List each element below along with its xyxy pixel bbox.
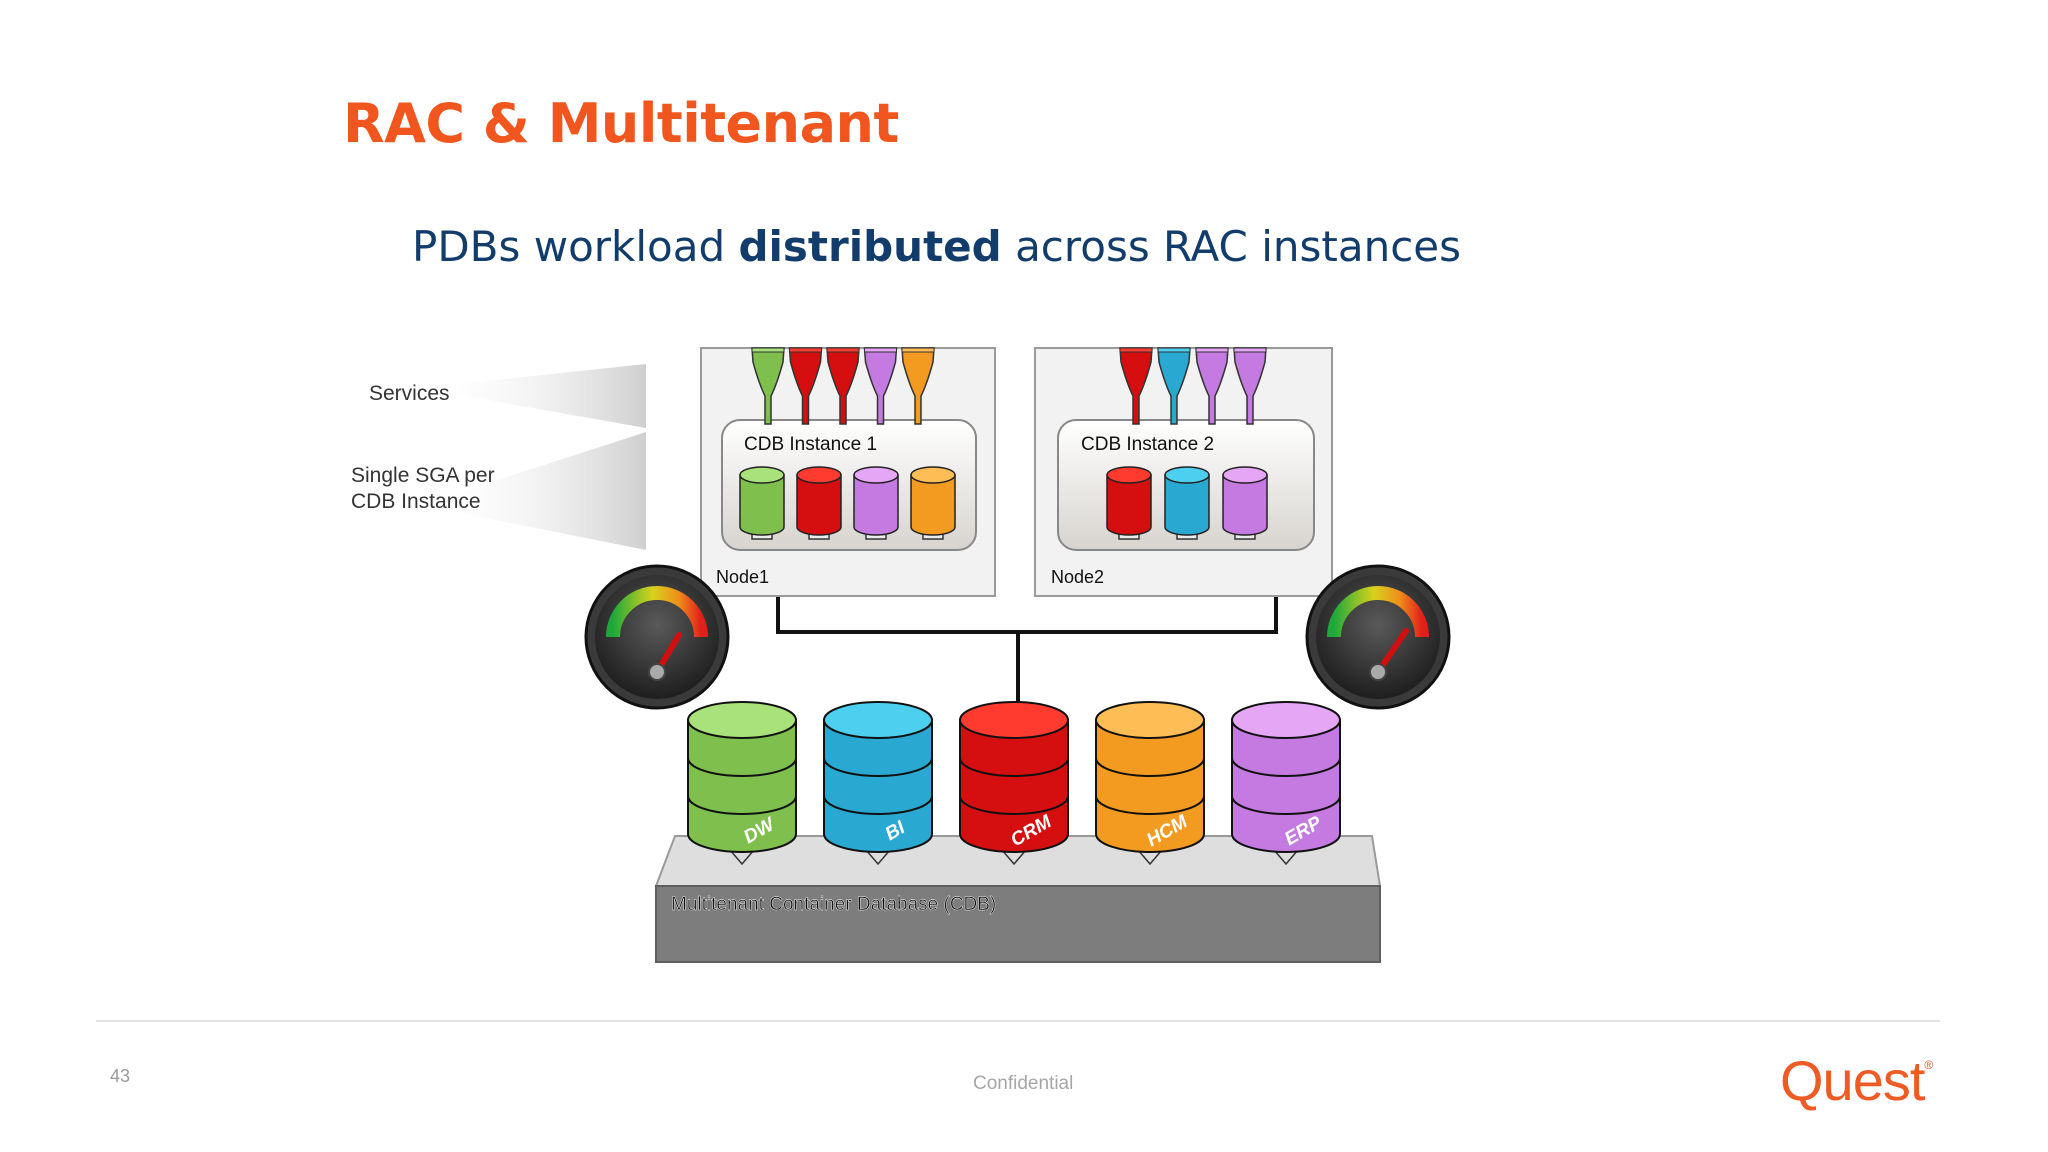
service-funnel-icon <box>863 347 898 425</box>
database-erp: ERP <box>1231 701 1341 866</box>
services-band <box>420 364 646 428</box>
pdb-cylinder-icon <box>739 466 785 540</box>
database-dw: DW <box>687 701 797 866</box>
node1-services <box>751 347 935 425</box>
quest-logo-mark: ® <box>1924 1058 1933 1072</box>
cdb-instance-2-label: CDB Instance 2 <box>1081 434 1214 455</box>
database-bi: BI <box>823 701 933 866</box>
subtitle-text-end: across RAC instances <box>1001 222 1462 271</box>
subtitle-text-start: PDBs workload <box>412 222 739 271</box>
database-crm: CRM <box>959 701 1069 866</box>
service-funnel-icon <box>1119 347 1153 425</box>
node2-services <box>1119 347 1267 425</box>
node2-box: CDB Instance 2 Node2 <box>1034 347 1333 597</box>
node1-label: Node1 <box>716 567 769 587</box>
services-label: Services <box>369 382 450 405</box>
gauge-left-icon <box>584 564 730 710</box>
pdb-cylinder-icon <box>910 466 956 540</box>
page-number: 43 <box>110 1066 131 1086</box>
pdb-cylinder-icon <box>1222 466 1268 540</box>
quest-logo: Quest® <box>1780 1048 1933 1113</box>
cdb-instance-1-label: CDB Instance 1 <box>744 434 877 455</box>
cdb-base: Multitenant Container Database (CDB) <box>654 835 1382 963</box>
service-funnel-icon <box>901 347 935 425</box>
service-funnel-icon <box>1233 347 1267 425</box>
pdb-cylinder-icon <box>1164 466 1210 540</box>
sga-band <box>420 432 646 550</box>
pdb-cylinder-icon <box>796 466 842 540</box>
interconnect-wire <box>776 596 1278 706</box>
sga-label-line2: CDB Instance <box>351 490 481 513</box>
quest-logo-text: Quest <box>1780 1049 1925 1112</box>
footer-divider <box>96 1020 1940 1022</box>
service-funnel-icon <box>1157 347 1191 425</box>
subtitle-emphasis: distributed <box>738 222 1002 271</box>
pdb-cylinder-icon <box>1106 466 1152 540</box>
node1-box: CDB Instance 1 Node1 <box>700 347 996 597</box>
node1-pdbs <box>739 466 956 540</box>
slide-title: RAC & Multitenant <box>343 92 899 155</box>
service-funnel-icon <box>1195 347 1229 425</box>
database-hcm: HCM <box>1095 701 1205 866</box>
node2-label: Node2 <box>1051 567 1104 587</box>
service-funnel-icon <box>826 347 860 425</box>
node2-pdbs <box>1106 466 1268 540</box>
service-funnel-icon <box>751 347 785 425</box>
cdb-label: Multitenant Container Database (CDB) <box>671 894 996 915</box>
pdb-cylinder-icon <box>853 466 899 540</box>
service-funnel-icon <box>788 347 823 425</box>
confidential-label: Confidential <box>973 1073 1074 1094</box>
gauge-right-icon <box>1305 564 1451 710</box>
sga-label-line1: Single SGA per <box>351 464 495 487</box>
slide-subtitle: PDBs workload distributed across RAC ins… <box>412 222 1461 271</box>
